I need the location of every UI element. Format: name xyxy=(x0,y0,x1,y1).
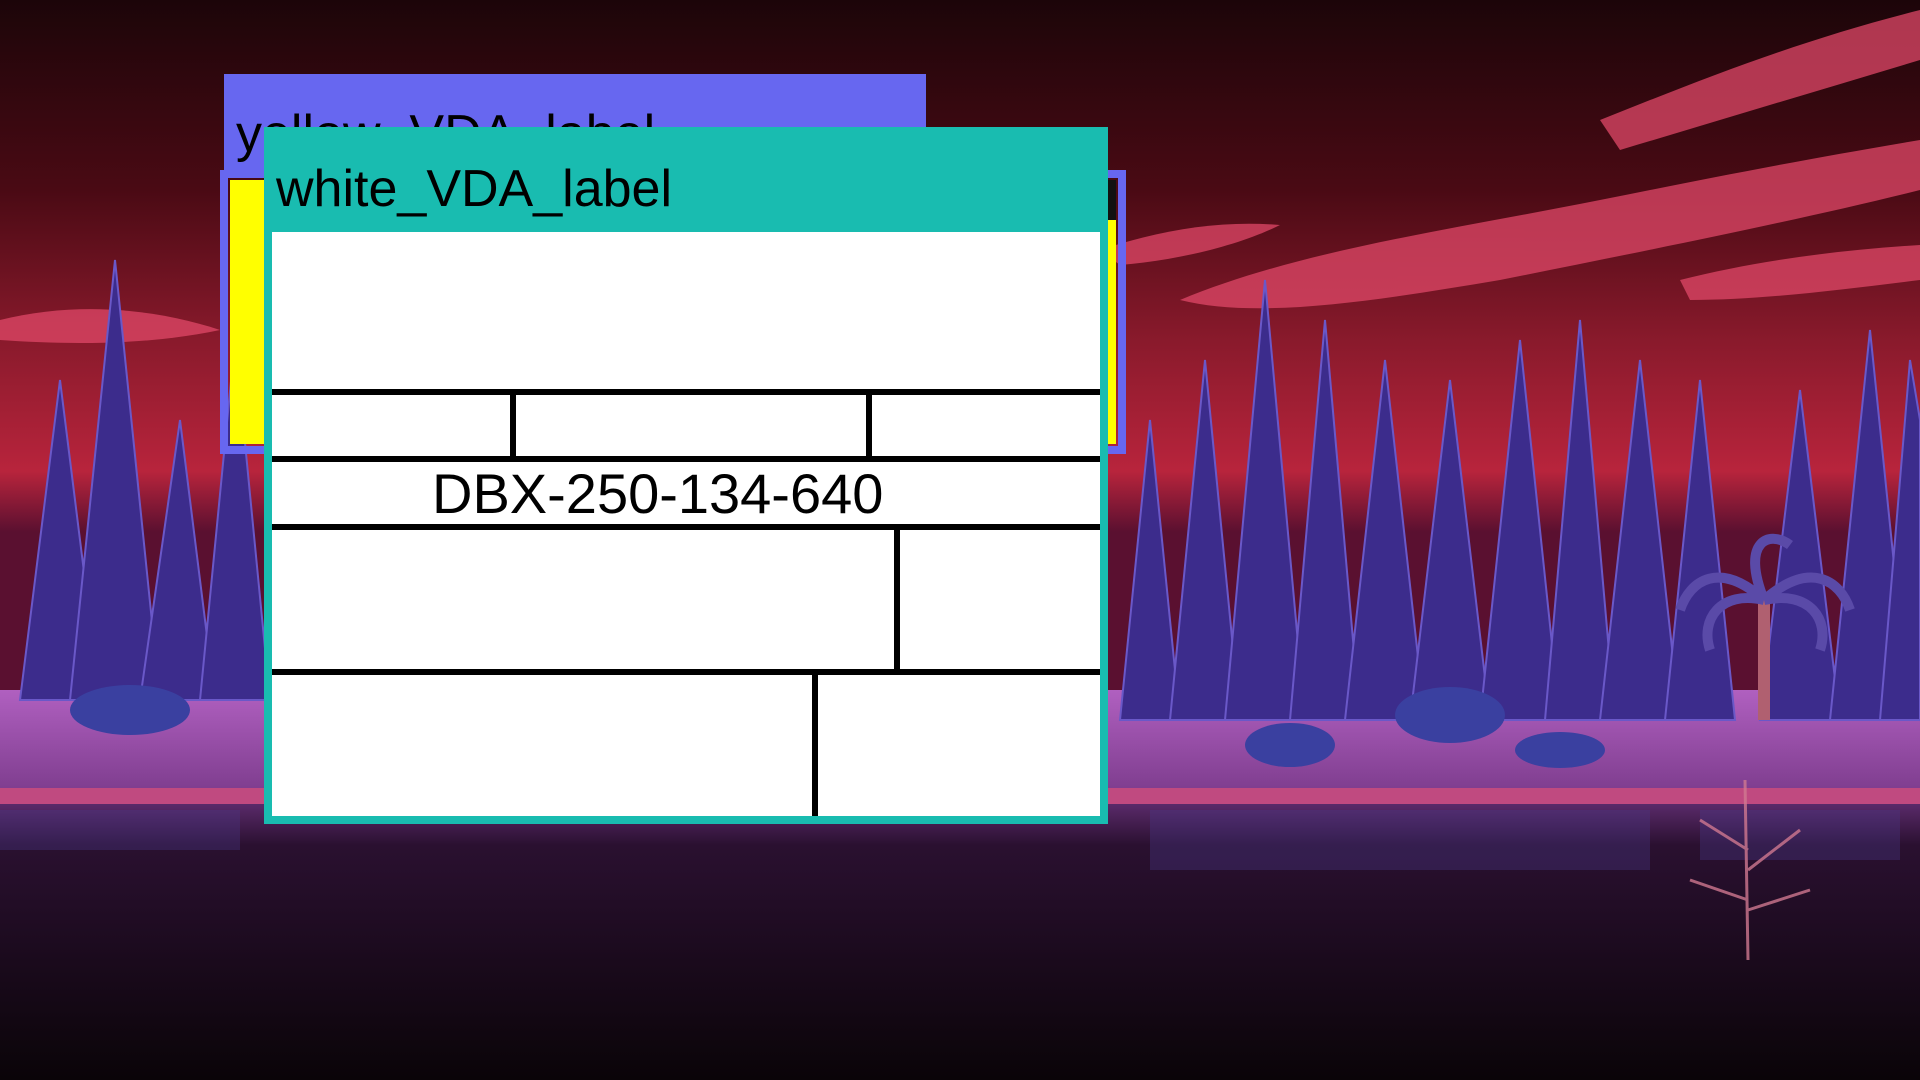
white-vda-label-area[interactable]: DBX-250-134-640 xyxy=(264,224,1108,824)
clouds xyxy=(0,10,1920,343)
lake-reflections xyxy=(0,810,1900,870)
label-row-id: DBX-250-134-640 xyxy=(272,462,1100,530)
white-vda-title-bar[interactable]: white_VDA_label xyxy=(264,127,1108,231)
label-row-info xyxy=(272,395,1100,462)
label-cell-info-2 xyxy=(510,395,866,456)
label-row-footer xyxy=(272,675,1100,816)
label-cell-footer-1 xyxy=(272,675,812,816)
white-vda-window[interactable]: white_VDA_label DBX-250-134-640 xyxy=(264,127,1108,824)
label-cell-footer-2 xyxy=(812,675,1100,816)
label-cell-info-3 xyxy=(866,395,1100,456)
label-cell-details-2 xyxy=(894,530,1100,669)
label-id-text: DBX-250-134-640 xyxy=(432,462,884,525)
label-row-header xyxy=(272,232,1100,395)
label-row-details xyxy=(272,530,1100,675)
cypress-trees xyxy=(18,259,1920,721)
label-cell-info-1 xyxy=(272,395,510,456)
lake xyxy=(0,804,1920,1080)
white-vda-title: white_VDA_label xyxy=(276,160,673,218)
shrubs xyxy=(70,685,1605,768)
palm-tree xyxy=(1675,533,1855,720)
label-cell-details-1 xyxy=(272,530,894,669)
bare-tree-reflection xyxy=(1689,779,1811,961)
